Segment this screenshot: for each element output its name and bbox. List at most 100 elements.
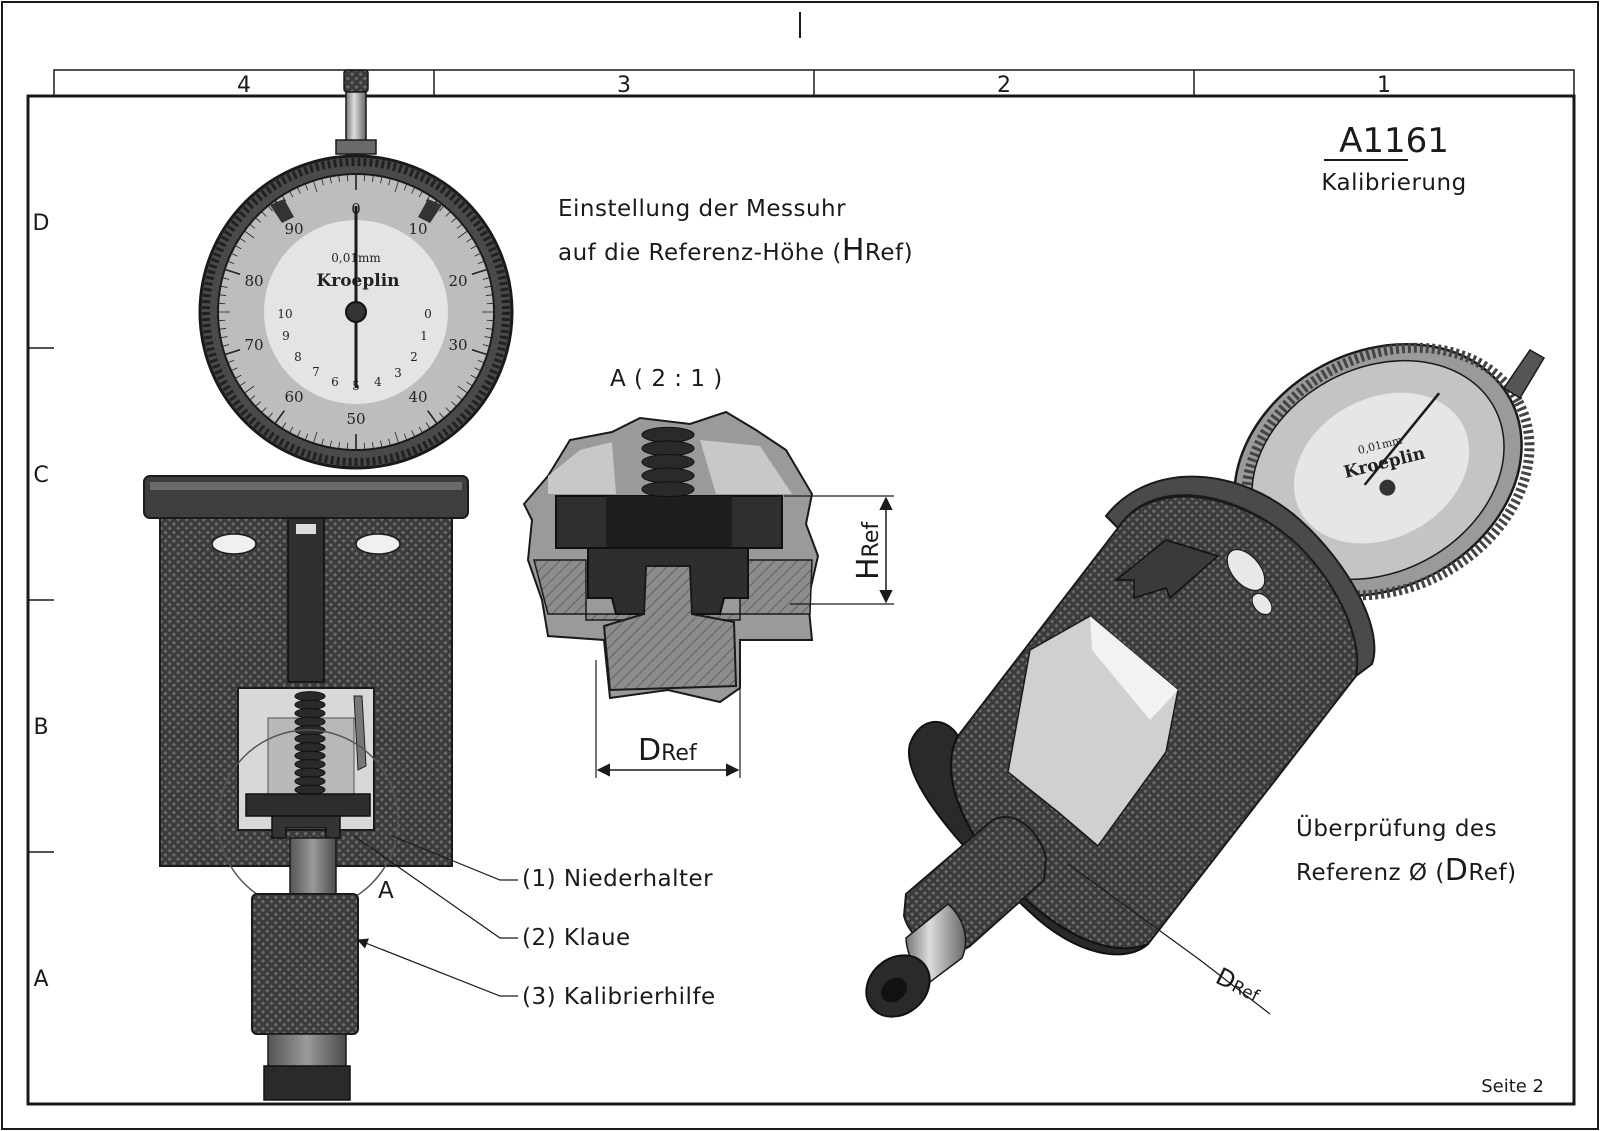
dial-tick	[321, 178, 324, 186]
detail-a-aid	[602, 565, 738, 692]
note-setting-line1: Einstellung der Messuhr	[558, 196, 846, 222]
dial-tick	[255, 217, 261, 223]
grid-row-b: B	[33, 715, 48, 740]
calibration-aid-stem	[289, 837, 337, 895]
dial-tick	[230, 367, 238, 372]
dial-tick	[219, 328, 227, 330]
claw-plate	[245, 793, 371, 817]
dial-inner-1: 1	[420, 329, 428, 343]
grid-row-d: D	[33, 211, 50, 236]
dial-tick	[219, 294, 227, 296]
dial-tick	[418, 190, 423, 198]
dial-tick	[321, 438, 324, 446]
dial-tick	[329, 176, 332, 184]
dial-tick	[482, 344, 490, 347]
iso-window-1	[1226, 548, 1266, 592]
housing-window-right	[355, 533, 401, 555]
note-setting-prefix: auf die Referenz-Höhe (	[558, 240, 842, 266]
dial-tick	[239, 381, 246, 387]
dial-tick	[470, 245, 478, 250]
dial-inner-3: 3	[394, 366, 402, 380]
iso-dref-label: DRef	[1211, 962, 1266, 1008]
dial-tick	[267, 412, 273, 419]
dial-outer-20: 20	[448, 272, 467, 290]
dial-tick	[394, 431, 400, 444]
dial-tick	[403, 183, 408, 191]
dial-tick	[411, 186, 416, 194]
detail-a-label: A ( 2 : 1 )	[610, 366, 723, 392]
dial-tick	[477, 260, 485, 265]
dial-tick	[485, 294, 493, 296]
dial-tick	[427, 410, 438, 425]
note-check-close: )	[1507, 860, 1516, 886]
spring-coil	[641, 440, 695, 457]
dial-tick	[471, 268, 488, 276]
dim-href-sub: Ref	[859, 521, 884, 558]
dial-tick	[222, 277, 230, 280]
dial-tick	[244, 385, 255, 394]
dial-inner-2: 2	[410, 350, 418, 364]
dial-tick	[388, 178, 391, 186]
dial-outer-10: 10	[408, 220, 427, 238]
spring-coil	[294, 691, 326, 702]
dial-bezel-knurl	[202, 158, 510, 466]
spring-coil	[641, 426, 695, 443]
dial-tick	[249, 223, 256, 229]
dial-tick	[281, 195, 287, 202]
dial-tick	[380, 176, 383, 184]
dial-limit-marker-left	[270, 199, 294, 223]
dial-brand: Kroeplin	[316, 271, 399, 291]
dial-tick	[457, 385, 468, 394]
grid-row-c: C	[33, 463, 48, 488]
dim-href-main: H	[851, 557, 886, 580]
dial-tick	[338, 175, 340, 183]
dial-tick	[474, 367, 482, 372]
plunger-rod	[287, 517, 325, 683]
detail-a-spring	[641, 426, 695, 498]
callout-klaue: (2) Klaue	[522, 925, 631, 951]
dial-limit-marker-right	[418, 199, 442, 223]
dial-tick	[234, 245, 242, 250]
dial-tick	[451, 401, 457, 407]
dial-tick	[312, 431, 318, 444]
grid-col-2: 2	[997, 73, 1011, 98]
dial-inner-4: 4	[374, 375, 382, 389]
dial-inner-10: 10	[277, 307, 292, 321]
dial-inner-8: 8	[294, 350, 302, 364]
spring-coil	[294, 742, 326, 753]
dial-tick	[471, 348, 488, 356]
dial-inner-9: 9	[282, 329, 290, 343]
pointer-tip	[353, 695, 367, 771]
spring-coil	[294, 776, 326, 787]
spring-coil	[294, 784, 326, 795]
drawing-number: A1161	[1339, 121, 1449, 161]
dial-tick	[261, 407, 267, 413]
dial-tick	[220, 285, 228, 288]
spring-coil	[294, 759, 326, 770]
dial-tick	[457, 230, 468, 239]
dial-tick	[403, 433, 408, 441]
isometric-view: Kroeplin 0,01mm DRef	[865, 342, 1546, 1018]
dial-tick	[439, 412, 445, 419]
calibration-aid-base	[267, 1033, 347, 1071]
dial-tick	[372, 441, 374, 449]
dial-tick	[255, 401, 261, 407]
dial-tick	[289, 190, 294, 198]
dial-tick	[338, 441, 340, 449]
note-check-d: D	[1445, 853, 1469, 888]
note-check-prefix: Referenz Ø (	[1296, 860, 1445, 886]
dial-outer-30: 30	[448, 336, 467, 354]
dial-tick	[224, 268, 241, 276]
grid-row-a: A	[33, 967, 48, 992]
grid-col-1: 1	[1377, 73, 1391, 98]
dim-dref-sub: Ref	[661, 741, 698, 766]
dial-tick	[329, 440, 332, 448]
housing-window-left	[211, 533, 257, 555]
note-check-line2: Referenz Ø (DRef)	[1296, 853, 1517, 888]
dial-tick	[224, 348, 241, 356]
spring-coil	[294, 733, 326, 744]
dial-tick	[445, 211, 451, 217]
detail-a-view: A ( 2 : 1 ) HRef DRef	[522, 366, 894, 778]
callout-niederhalter: (1) Niederhalter	[522, 866, 713, 892]
